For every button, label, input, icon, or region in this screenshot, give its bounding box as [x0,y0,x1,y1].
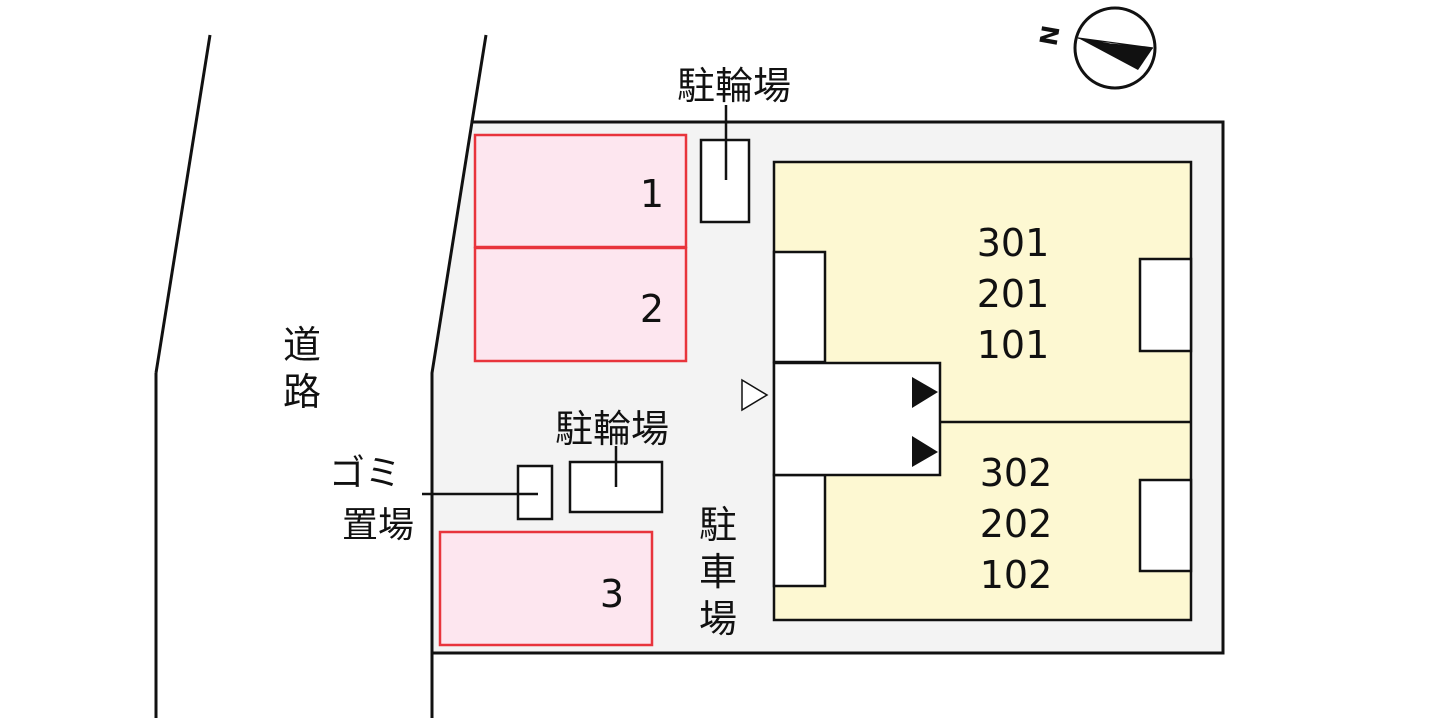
parking-lot-label-char-3: 場 [699,597,737,641]
garbage-area: ゴミ 置場 [329,453,554,546]
apartment-building: 301 201 101 302 202 102 [772,160,1193,622]
site-boundary-upper-edge [470,34,488,123]
road-label: 道 路 [283,323,321,414]
room-number-102: 102 [980,553,1053,597]
road-edge-outer [154,34,212,374]
parking-space-2-number: 2 [640,287,664,331]
parking-space-1: 1 [473,133,688,249]
room-number-101: 101 [977,323,1050,367]
bicycle-parking-top-label: 駐輪場 [677,64,791,108]
entrance-arrow-upper-icon [912,377,938,408]
room-number-202: 202 [980,502,1053,546]
entrance-arrow-lower-icon [912,436,938,467]
parking-space-3-number: 3 [600,572,624,616]
bicycle-parking-top: 駐輪場 [677,64,791,224]
parking-space-3: 3 [438,530,654,647]
road-label-char-2: 路 [283,370,321,414]
compass-rose: N [1035,6,1157,90]
building-left-bay-upper [772,250,827,364]
room-number-302: 302 [980,451,1053,495]
parking-lot-label-char-1: 駐 [699,503,737,547]
building-left-bay-lower [772,473,827,588]
parking-lot-label: 駐 車 場 [699,503,737,641]
garbage-area-label-line-1: ゴミ [329,453,401,494]
parking-space-2: 2 [473,246,688,363]
compass-north-label: N [1035,23,1066,48]
building-right-bay-lower [1138,478,1193,573]
bicycle-parking-middle-label: 駐輪場 [555,407,669,451]
parking-lot-label-char-2: 車 [699,550,737,594]
room-number-301: 301 [977,221,1050,265]
main-entrance-arrow-icon [741,378,769,412]
room-number-201: 201 [977,272,1050,316]
road-label-char-1: 道 [283,323,321,367]
parking-space-1-number: 1 [640,172,664,216]
compass-needle-tail-icon [1077,37,1154,49]
bicycle-parking-middle: 駐輪場 [555,407,669,514]
garbage-area-label-line-2: 置場 [342,505,414,546]
building-right-bay-upper [1138,257,1193,353]
